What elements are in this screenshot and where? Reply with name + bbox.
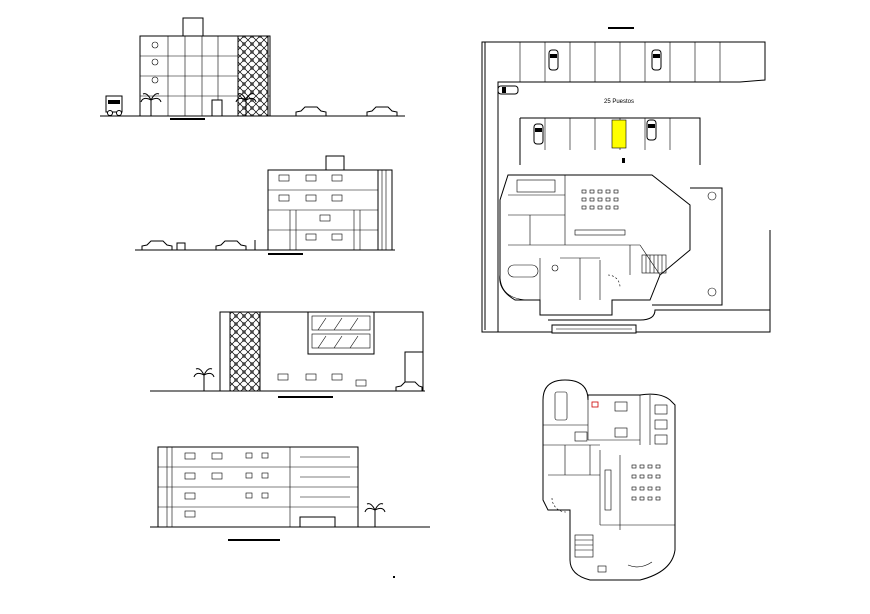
palm-tree-icon [140, 93, 162, 116]
office-desks [574, 401, 668, 445]
palm-tree-icon [364, 503, 386, 527]
rooftop-box [325, 155, 345, 171]
elevation-side-2 [135, 155, 395, 255]
elevation-rear-3 [150, 311, 425, 398]
upper-floor-plan [542, 379, 676, 581]
elevation-front-1 [100, 17, 405, 120]
interior-walls [508, 175, 661, 300]
car-icon [548, 49, 559, 71]
lattice-facade [229, 311, 261, 392]
parking-capacity-label: 25 Puestos [604, 99, 634, 105]
title-marker [608, 27, 634, 29]
access-road [548, 309, 770, 321]
interior-walls [543, 395, 675, 530]
palm-tree-icon [193, 368, 215, 391]
title-marker [278, 396, 333, 398]
conference-table [499, 264, 539, 301]
staircase [641, 254, 667, 274]
porthole-windows [151, 41, 159, 84]
window-row [277, 373, 367, 387]
desk-grid [581, 189, 619, 210]
window-row [278, 174, 343, 241]
entrance-door [211, 99, 223, 117]
floor-outline [542, 379, 676, 581]
highlighted-parking-stall [611, 119, 627, 149]
rooftop-box [182, 17, 204, 37]
lattice-facade [237, 35, 269, 117]
palm-tree-icon [235, 93, 257, 116]
terrace-outline [652, 187, 723, 306]
car-icon [651, 49, 662, 71]
conference-table [554, 391, 568, 421]
title-marker [228, 539, 280, 541]
office-desks [516, 179, 556, 193]
car-icon [295, 106, 327, 117]
car-icon [395, 381, 423, 392]
car-icon [533, 123, 544, 145]
stray-mark [393, 576, 395, 578]
car-icon [215, 240, 247, 251]
bench-icon [176, 242, 186, 251]
planter-box [597, 565, 607, 573]
car-icon [497, 85, 519, 95]
door-swing [607, 274, 621, 288]
staircase [574, 534, 594, 558]
workstation-row [604, 469, 612, 511]
parking-row-outline [519, 117, 701, 165]
parking-outline [481, 41, 766, 333]
door-swing [551, 497, 567, 513]
truck-icon [105, 95, 123, 116]
site-plan: 25 Puestos [481, 27, 771, 334]
car-icon [366, 106, 398, 117]
car-icon [141, 240, 173, 251]
workstation-row [574, 229, 626, 236]
planter-icons [551, 191, 717, 297]
elevation-side-4 [150, 446, 430, 541]
title-marker [268, 253, 303, 255]
curved-balcony [627, 561, 653, 568]
marker [622, 158, 625, 163]
window-band [311, 315, 371, 331]
site-boundary [482, 42, 771, 333]
side-volume [377, 169, 393, 251]
car-icon [646, 119, 657, 141]
window-band [311, 333, 371, 349]
title-marker [170, 118, 205, 120]
red-marker [591, 401, 599, 408]
entrance-door [299, 516, 336, 528]
window-row [184, 452, 269, 518]
desk-grid [631, 464, 661, 501]
